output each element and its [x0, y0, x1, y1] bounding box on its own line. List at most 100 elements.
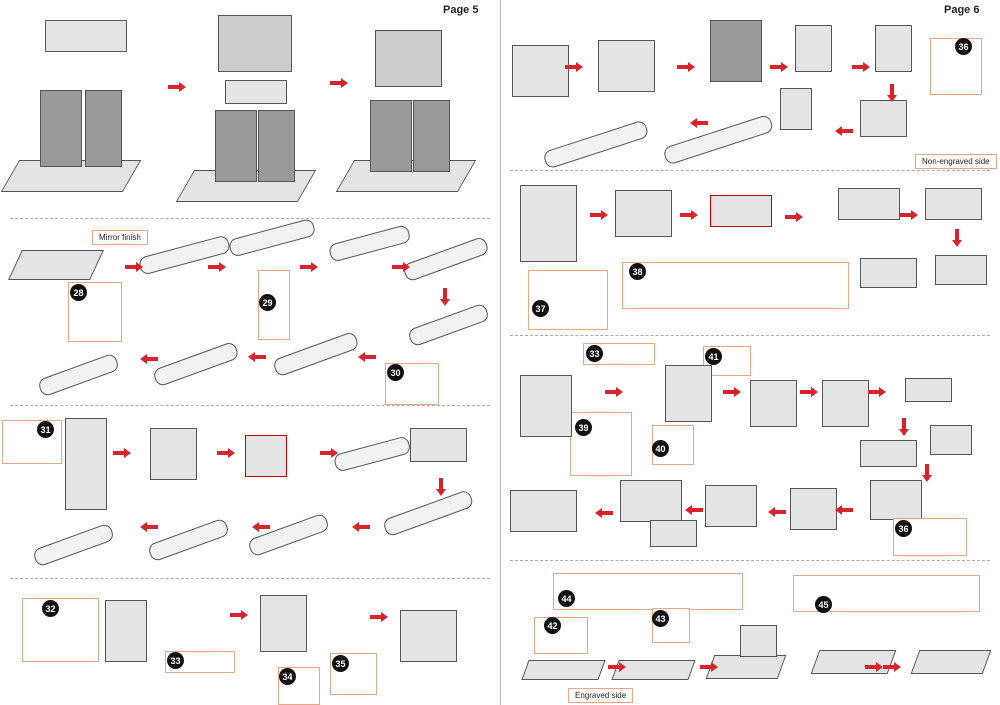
- step-32-callout: [22, 598, 99, 662]
- step-39-badge: 39: [575, 419, 592, 436]
- step-arrow-icon: [690, 118, 708, 128]
- step-arrow-icon: [590, 210, 608, 220]
- step-arrow-icon: [770, 62, 788, 72]
- step-31-badge: 31: [37, 421, 54, 438]
- step-arrow-icon: [785, 212, 803, 222]
- step-42-badge: 42: [544, 617, 561, 634]
- step-arrow-icon: [605, 387, 623, 397]
- step-arrow-icon: [768, 507, 786, 517]
- sheet-part: [598, 40, 655, 92]
- step-arrow-icon: [835, 505, 853, 515]
- frame-part: [245, 435, 287, 477]
- tube-part: [146, 517, 231, 563]
- step-34-badge: 34: [279, 668, 296, 685]
- mirror-finish-label: Mirror finish: [92, 230, 148, 245]
- box-part: [860, 440, 917, 467]
- frame-part: [665, 365, 712, 422]
- step-arrow-icon: [248, 352, 266, 362]
- tube-part: [151, 340, 240, 388]
- step-arrow-icon: [685, 505, 703, 515]
- step-arrow-icon: [352, 522, 370, 532]
- step-arrow-icon: [900, 210, 918, 220]
- step-arrow-icon: [899, 418, 909, 436]
- step-arrow-icon: [952, 229, 962, 247]
- sheet-part: [520, 185, 577, 262]
- step-arrow-icon: [608, 662, 626, 672]
- box-part: [860, 258, 917, 288]
- step-arrow-icon: [680, 210, 698, 220]
- base-part: [521, 660, 606, 680]
- page-6-title: Page 6: [944, 4, 980, 16]
- step-arrow-icon: [436, 478, 446, 496]
- box-part: [410, 428, 467, 462]
- box-part: [740, 625, 777, 657]
- step-arrow-icon: [868, 387, 886, 397]
- sheet-part: [65, 418, 107, 510]
- step-43-badge: 43: [652, 610, 669, 627]
- tube-part: [406, 302, 491, 348]
- step-arrow-icon: [700, 662, 718, 672]
- step-arrow-icon: [835, 126, 853, 136]
- box-part: [710, 195, 772, 227]
- section-divider: [10, 578, 490, 579]
- tube-part: [542, 119, 650, 170]
- step-32-badge: 32: [42, 600, 59, 617]
- box-part: [838, 188, 900, 220]
- tube-part: [327, 224, 412, 263]
- frame-part: [150, 428, 197, 480]
- frame-part: [710, 20, 762, 82]
- base-part: [910, 650, 992, 674]
- step-arrow-icon: [865, 662, 883, 672]
- tube-part: [36, 352, 121, 398]
- box-part: [780, 88, 812, 130]
- box-part: [705, 485, 757, 527]
- frame-part: [260, 595, 307, 652]
- step-arrow-icon: [358, 352, 376, 362]
- box-part: [790, 488, 837, 530]
- sheet-part: [8, 250, 104, 280]
- step-29-badge: 29: [259, 294, 276, 311]
- step-36-badge-page6: 36: [895, 520, 912, 537]
- step-35-badge: 35: [332, 655, 349, 672]
- step-38-badge: 38: [629, 263, 646, 280]
- box-part: [870, 480, 922, 520]
- step-arrow-icon: [300, 262, 318, 272]
- section-divider: [10, 405, 490, 406]
- step-arrow-icon: [595, 508, 613, 518]
- box-part: [925, 188, 982, 220]
- step-30-badge: 30: [387, 364, 404, 381]
- step-arrow-icon: [330, 78, 348, 88]
- step-arrow-icon: [800, 387, 818, 397]
- step-arrow-icon: [440, 288, 450, 306]
- engraved-side-label: Engraved side: [568, 688, 634, 703]
- step-arrow-icon: [565, 62, 583, 72]
- box-part: [905, 378, 952, 402]
- page-divider: [500, 0, 501, 705]
- step-arrow-icon: [883, 662, 901, 672]
- step-arrow-icon: [217, 448, 235, 458]
- box-part: [650, 520, 697, 547]
- step-37-badge: 37: [532, 300, 549, 317]
- step-40-badge: 40: [652, 440, 669, 457]
- step-arrow-icon: [168, 82, 186, 92]
- box-part: [750, 380, 797, 427]
- frame-part: [400, 610, 457, 662]
- step-arrow-icon: [140, 354, 158, 364]
- box-part: [795, 25, 832, 72]
- step-arrow-icon: [320, 448, 338, 458]
- section-divider: [510, 170, 990, 171]
- step-44-callout: [553, 573, 743, 610]
- step-38-callout: [622, 262, 849, 309]
- non-engraved-side-label: Non-engraved side: [915, 154, 997, 169]
- sheet-part: [512, 45, 569, 97]
- tube-part: [332, 435, 412, 473]
- tube-part: [401, 235, 490, 283]
- box-part: [935, 255, 987, 285]
- page-5-title: Page 5: [443, 4, 479, 16]
- step-arrow-icon: [125, 262, 143, 272]
- step-arrow-icon: [208, 262, 226, 272]
- step-arrow-icon: [392, 262, 410, 272]
- step-arrow-icon: [230, 610, 248, 620]
- box-part: [510, 490, 577, 532]
- step-33-badge: 33: [167, 652, 184, 669]
